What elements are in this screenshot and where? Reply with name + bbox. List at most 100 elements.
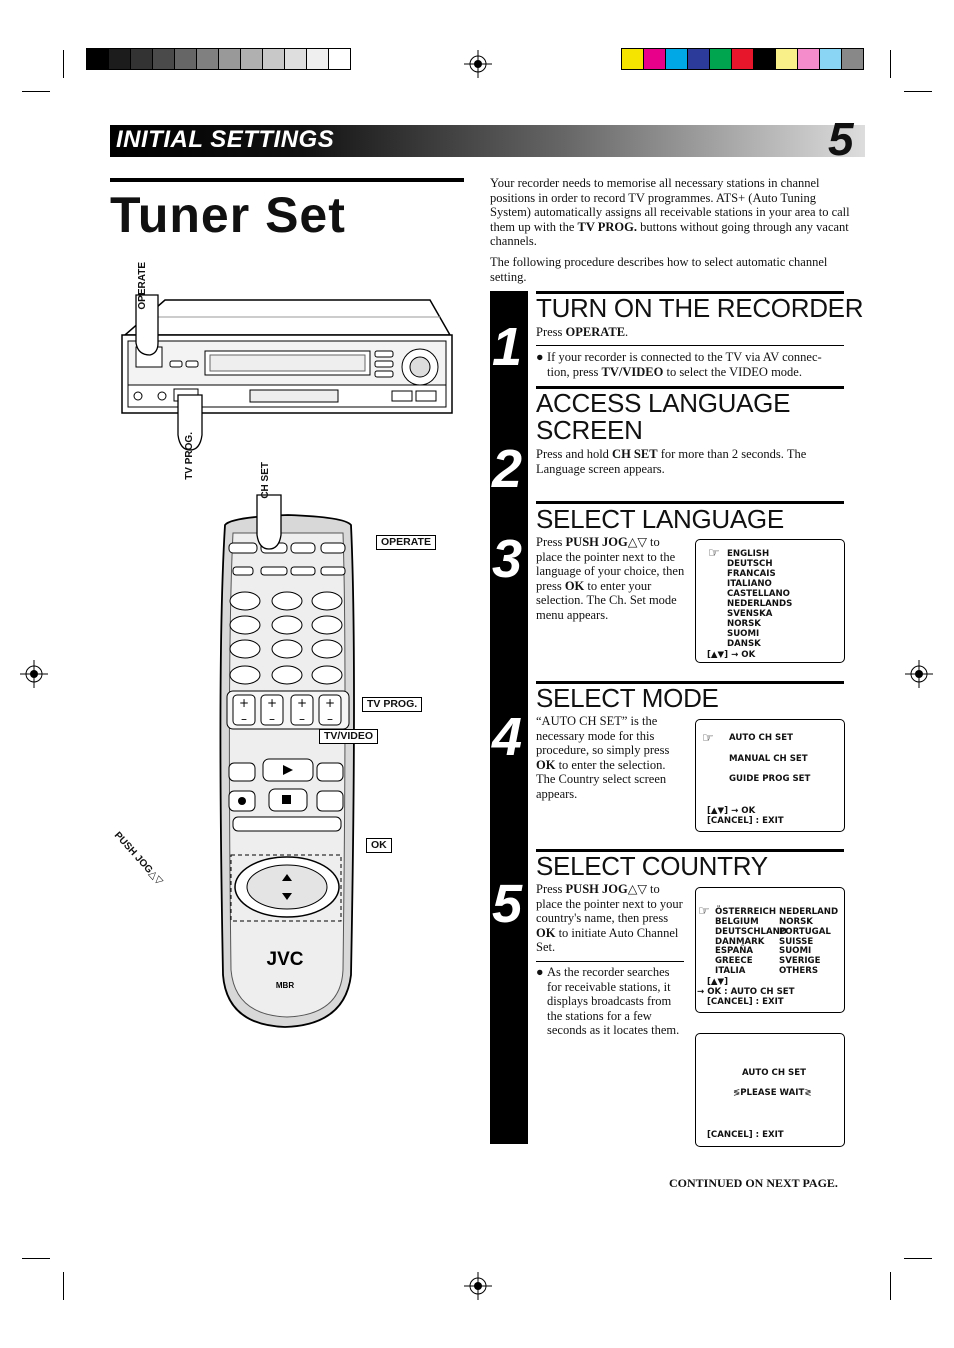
country-option: ITALIA bbox=[715, 966, 746, 976]
step-number-4: 4 bbox=[492, 707, 523, 767]
intro-paragraph-2: The following procedure describes how to… bbox=[490, 255, 828, 284]
language-option: SUOMI bbox=[727, 629, 760, 639]
language-option: ENGLISH bbox=[727, 549, 770, 559]
page-number: 5 bbox=[828, 113, 854, 165]
svg-text:–: – bbox=[269, 712, 275, 726]
country-option: GREECE bbox=[715, 956, 753, 966]
country-option: OTHERS bbox=[779, 966, 819, 976]
svg-text:–: – bbox=[241, 712, 247, 726]
step-sidebar bbox=[490, 291, 528, 1144]
title-rule bbox=[110, 178, 464, 182]
crop-mark bbox=[890, 1272, 891, 1300]
step-1-bullet: ● If your recorder is connected to the T… bbox=[536, 350, 822, 379]
language-screen: ☞ ENGLISH DEUTSCH FRANCAIS ITALIANO CAST… bbox=[695, 539, 845, 663]
language-option: ITALIANO bbox=[727, 579, 772, 589]
screen-footer: → OK : AUTO CH SET bbox=[697, 987, 795, 997]
operate-label: OPERATE bbox=[137, 262, 148, 310]
step-2-text: Press and hold CH SET for more than 2 se… bbox=[536, 447, 807, 476]
vcr-illustration bbox=[121, 294, 453, 451]
page-title: Tuner Set bbox=[110, 187, 346, 243]
country-option: NEDERLAND bbox=[779, 907, 839, 917]
svg-text:MBR: MBR bbox=[276, 981, 294, 990]
mode-screen: ☞ AUTO CH SET MANUAL CH SET GUIDE PROG S… bbox=[695, 719, 845, 832]
ch-set-label: CH SET bbox=[260, 462, 271, 499]
wait-screen-message: ≶PLEASE WAIT≷ bbox=[733, 1088, 812, 1098]
language-option: SVENSKA bbox=[727, 609, 773, 619]
country-option: ESPAÑA bbox=[715, 946, 754, 956]
section-title: INITIAL SETTINGS bbox=[116, 126, 335, 153]
step-5-text: Press PUSH JOG△▽ to place the pointer ne… bbox=[536, 882, 683, 954]
screen-footer: [▲▼] → OK bbox=[707, 806, 756, 816]
operate-callout: OPERATE bbox=[376, 535, 436, 550]
crop-mark bbox=[22, 1258, 50, 1259]
step-3-heading: SELECT LANGUAGE bbox=[536, 504, 784, 534]
country-screen: ☞ ÖSTERREICH BELGIUM DEUTSCHLAND DANMARK… bbox=[695, 887, 845, 1013]
screen-footer: [▲▼] bbox=[707, 977, 729, 987]
language-option: NORSK bbox=[727, 619, 761, 629]
pointer-hand-icon: ☞ bbox=[698, 904, 710, 919]
tv-prog-label: TV PROG. bbox=[184, 432, 195, 480]
svg-text:+: + bbox=[325, 696, 335, 710]
step-rule bbox=[536, 849, 844, 852]
crop-mark bbox=[890, 50, 891, 78]
step-number-1: 1 bbox=[492, 317, 523, 377]
intro-paragraph-1: Your recorder needs to memorise all nece… bbox=[490, 176, 850, 248]
step-number-3: 3 bbox=[492, 529, 523, 589]
svg-text:–: – bbox=[299, 712, 305, 726]
language-option: DANSK bbox=[727, 639, 761, 649]
jvc-logo: JVC bbox=[267, 949, 304, 970]
step-number-5: 5 bbox=[492, 874, 523, 934]
screen-footer: [CANCEL] : EXIT bbox=[707, 997, 784, 1007]
tv-video-callout: TV/VIDEO bbox=[319, 729, 379, 744]
registration-target-icon bbox=[20, 660, 48, 688]
crop-mark bbox=[63, 1272, 64, 1300]
screen-footer: [CANCEL] : EXIT bbox=[707, 1130, 784, 1140]
screen-footer: [CANCEL] : EXIT bbox=[707, 816, 784, 826]
language-option: NEDERLANDS bbox=[727, 599, 793, 609]
step-1-text: Press OPERATE. bbox=[536, 325, 629, 339]
step-5-divider bbox=[536, 961, 684, 962]
svg-text:–: – bbox=[327, 712, 333, 726]
screen-footer: [▲▼] → OK bbox=[707, 650, 756, 660]
step-rule bbox=[536, 501, 844, 504]
tv-prog-callout: TV PROG. bbox=[362, 697, 423, 712]
country-option: DANMARK bbox=[715, 937, 765, 947]
country-option: SVERIGE bbox=[779, 956, 821, 966]
svg-text:+: + bbox=[239, 696, 249, 710]
step-1-divider bbox=[536, 345, 844, 346]
please-wait-screen: AUTO CH SET ≶PLEASE WAIT≷ [CANCEL] : EXI… bbox=[695, 1033, 845, 1147]
country-option: SUOMI bbox=[779, 946, 812, 956]
country-option: PORTUGAL bbox=[779, 927, 831, 937]
step-rule bbox=[536, 386, 844, 389]
step-5-bullet: ● As the recorder searches for receivabl… bbox=[536, 965, 680, 1037]
step-rule bbox=[536, 681, 844, 684]
country-option: ÖSTERREICH bbox=[715, 907, 777, 917]
mode-option: AUTO CH SET bbox=[729, 733, 793, 743]
step-4-text: “AUTO CH SET” is the necessary mode for … bbox=[536, 714, 670, 801]
step-3-text: Press PUSH JOG△▽ to place the pointer ne… bbox=[536, 535, 685, 622]
language-option: DEUTSCH bbox=[727, 559, 773, 569]
pointer-hand-icon: ☞ bbox=[702, 731, 714, 746]
section-header-bar: INITIAL SETTINGS bbox=[110, 125, 865, 157]
wait-screen-title: AUTO CH SET bbox=[742, 1068, 806, 1078]
registration-target-icon bbox=[464, 50, 492, 78]
mode-option: GUIDE PROG SET bbox=[729, 774, 811, 784]
language-option: CASTELLANO bbox=[727, 589, 790, 599]
country-option: SUISSE bbox=[779, 937, 814, 947]
push-jog-label: PUSH JOG△▽ bbox=[111, 830, 165, 888]
country-option: DEUTSCHLAND bbox=[715, 927, 787, 937]
crop-mark bbox=[63, 50, 64, 78]
remote-control-illustration: ++++ –––– JVC MBR bbox=[219, 494, 355, 1028]
crop-mark bbox=[904, 91, 932, 92]
svg-text:+: + bbox=[297, 696, 307, 710]
country-option: NORSK bbox=[779, 917, 813, 927]
country-option: BELGIUM bbox=[715, 917, 759, 927]
step-rule bbox=[536, 291, 844, 294]
continued-note: CONTINUED ON NEXT PAGE. bbox=[669, 1176, 838, 1190]
step-1-heading: TURN ON THE RECORDER bbox=[536, 293, 864, 323]
crop-mark bbox=[22, 91, 50, 92]
registration-target-icon bbox=[464, 1272, 492, 1300]
grayscale-swatches bbox=[86, 48, 351, 70]
step-4-heading: SELECT MODE bbox=[536, 683, 719, 713]
